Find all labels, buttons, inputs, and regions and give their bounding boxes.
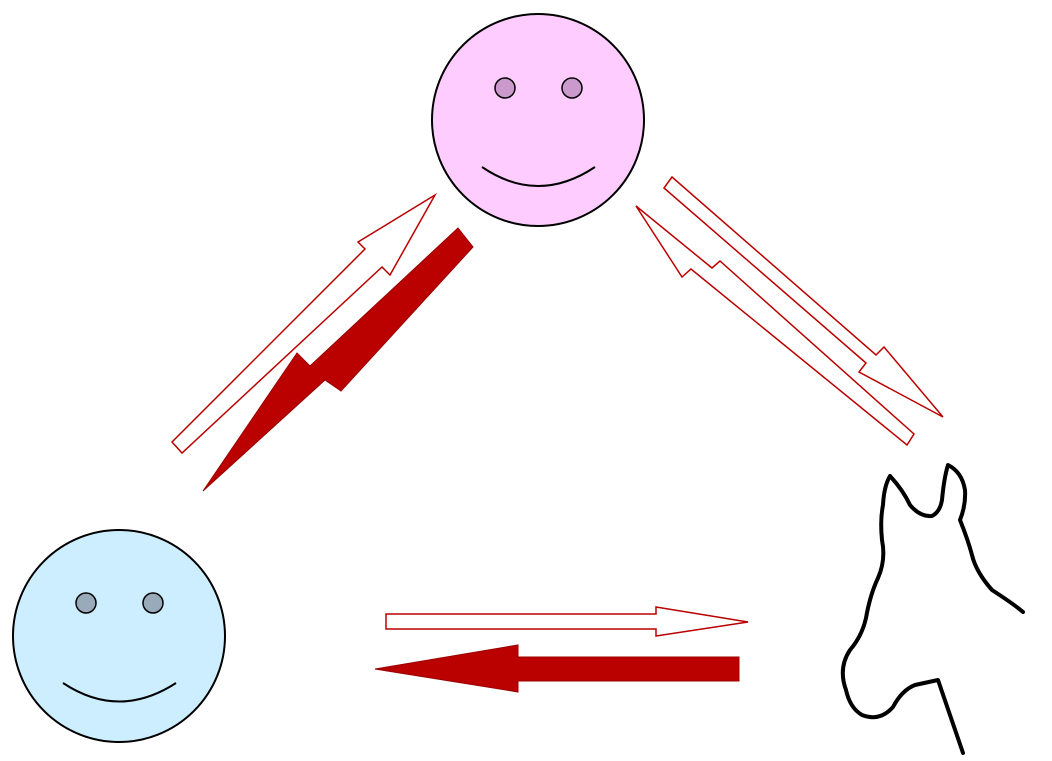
person-top-smile — [481, 166, 596, 187]
arrow-horse-to-left — [374, 644, 740, 693]
arrow-left-to-horse — [385, 606, 749, 637]
person-left-right-eye — [142, 592, 164, 614]
person-top-left-eye — [494, 77, 516, 99]
person-top-face — [431, 13, 645, 227]
arrow-horse-to-top — [635, 205, 915, 447]
horse-icon — [840, 463, 1025, 755]
person-left-smile — [62, 682, 177, 703]
person-left-left-eye — [75, 592, 97, 614]
person-top-right-eye — [561, 77, 583, 99]
person-left-face — [12, 529, 226, 743]
arrow-top-to-horse — [662, 175, 944, 418]
person-top-head — [431, 13, 645, 227]
arrow-top-to-left — [202, 227, 474, 492]
person-left-head — [12, 529, 226, 743]
arrow-left-to-top — [170, 192, 438, 455]
